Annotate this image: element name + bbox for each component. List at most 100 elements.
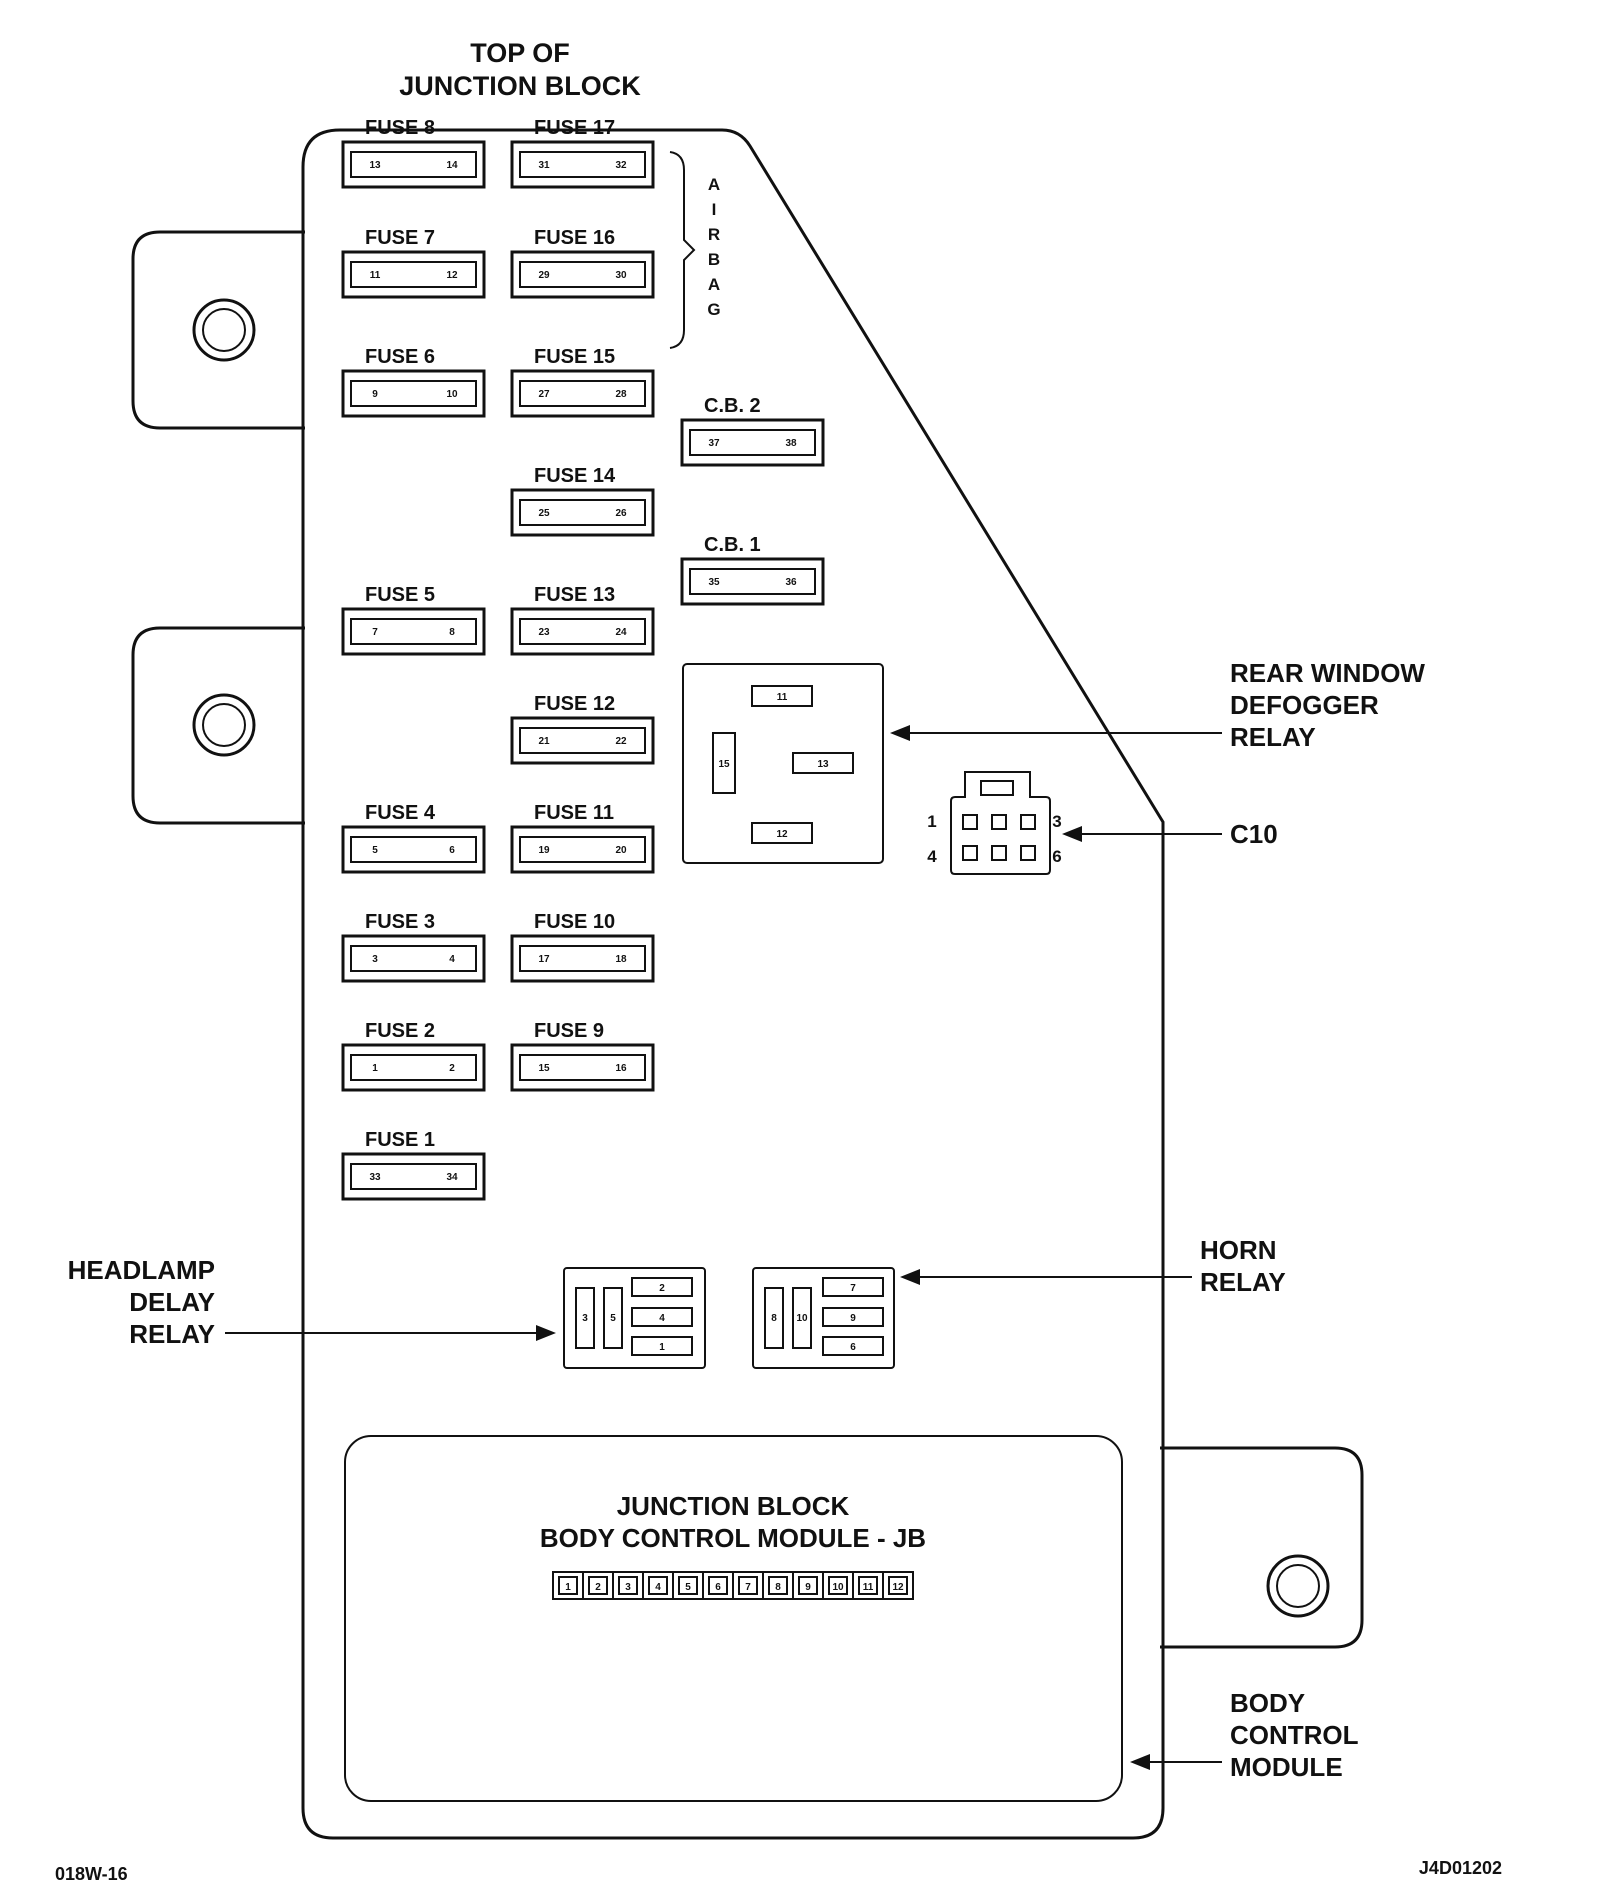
fuse-pin: 11 [370,270,381,281]
headlamp-relay-terminal [631,1277,693,1297]
fuse-inner [689,429,816,456]
fuse-pin: 26 [615,508,627,519]
fuse-outer [510,934,655,983]
airbag-letter: I [712,200,717,219]
fuse-inner [350,151,477,178]
rear-relay-housing [682,663,884,864]
fuse-pin: 15 [538,1063,550,1074]
horn-relay-pin: 10 [796,1313,808,1324]
c10-housing [950,771,1051,875]
footer-code-left: 018W-16 [55,1864,128,1884]
fuse-pin: 22 [615,736,627,747]
fuse-pin: 38 [785,438,797,449]
rear-relay-pin: 12 [776,829,788,840]
mount-hole-middle-left-inner [202,703,246,747]
fuse-outer [680,418,825,467]
fuse-pin: 1 [372,1063,378,1074]
fuse-pin: 28 [615,389,627,400]
arrow-head [900,1269,920,1285]
fuse-pin: 29 [538,270,550,281]
callout-text: CONTROL [1230,1720,1359,1750]
bcm-pin-number: 6 [715,1582,721,1593]
fuse-pin: 5 [372,845,378,856]
bcm-pin-number: 12 [892,1582,904,1593]
fuse-outer [680,557,825,606]
callout-headlamp-delay-relay: HEADLAMP DELAY RELAY [68,1255,556,1349]
bcm-pin-cavity [618,1576,638,1595]
mount-tab-middle-left [131,626,305,825]
fuse-label: FUSE 12 [534,693,615,715]
fuse-pin: 35 [708,577,720,588]
footer-code-right: J4D01202 [1419,1858,1502,1878]
airbag-letter: G [707,300,720,319]
fuse-pin: 23 [538,627,550,638]
fuse-inner [350,380,477,407]
mount-hole-middle-left [192,693,256,757]
mount-hole-lower-right [1266,1554,1330,1618]
fuse-pin: 2 [449,1063,455,1074]
fuse-pin: 34 [446,1172,458,1183]
c10-pin-number: 4 [927,847,937,866]
fuse-label: FUSE 13 [534,584,615,606]
bcm-title-line-1: JUNCTION BLOCK [617,1491,850,1521]
horn-relay-terminal [822,1277,884,1297]
horn-relay-housing [752,1267,895,1369]
bcm-pin-cavity [648,1576,668,1595]
bcm-pin-cavity [708,1576,728,1595]
callout-rear-window-defogger: REAR WINDOW DEFOGGER RELAY [890,658,1425,752]
fuse-pin: 12 [446,270,458,281]
callout-text: MODULE [1230,1752,1343,1782]
c10-pin-number: 1 [927,812,936,831]
c10-pin-number: 3 [1052,812,1061,831]
rear-relay-pin: 11 [777,692,788,703]
fuse-label: FUSE 11 [534,802,614,824]
fuse-outer [510,250,655,299]
horn-relay-pin: 8 [771,1313,777,1324]
body-control-module: JUNCTION BLOCK BODY CONTROL MODULE - JB … [344,1435,1123,1802]
fuse-label: FUSE 3 [365,911,435,933]
fuse-inner [350,1163,477,1190]
bcm-pin-number: 2 [595,1582,601,1593]
bcm-pin-cavity [768,1576,788,1595]
title-line-1: TOP OF [470,38,570,68]
fuse-pin: 13 [369,160,381,171]
bcm-pin-number: 4 [655,1582,661,1593]
fuse-outer [510,369,655,418]
horn-relay-terminal [764,1287,784,1349]
bcm-pin-cavity [888,1576,908,1595]
fuse-inner [350,1054,477,1081]
c10-cavity [962,814,978,830]
fuse-pin: 25 [538,508,550,519]
c10-pin-number: 6 [1052,847,1061,866]
rear-relay-terminal [751,685,813,707]
fuse-outer [341,607,486,656]
fuse-pin: 8 [449,627,455,638]
fuse-pin: 4 [449,954,455,965]
fuse-pin: 30 [615,270,627,281]
c10-latch [980,780,1014,796]
horn-relay-terminal [822,1336,884,1356]
fuse-outer [510,488,655,537]
arrow-head [890,725,910,741]
fuse-label: FUSE 16 [534,227,615,249]
fuse-inner [350,836,477,863]
fuse-pin: 18 [615,954,627,965]
c10-cavity [1020,814,1036,830]
c10-cavity [991,814,1007,830]
airbag-bracket [669,151,696,349]
callout-text: RELAY [1230,722,1316,752]
bcm-pin-cavity [588,1576,608,1595]
mount-tab-upper-left [131,230,305,430]
callout-c10: C10 [1062,819,1278,849]
headlamp-relay-pin: 1 [659,1342,665,1353]
airbag-letter: B [708,250,720,269]
rear-relay-terminal [792,752,854,774]
c10-cavity [962,845,978,861]
fuse-pin: 14 [446,160,458,171]
